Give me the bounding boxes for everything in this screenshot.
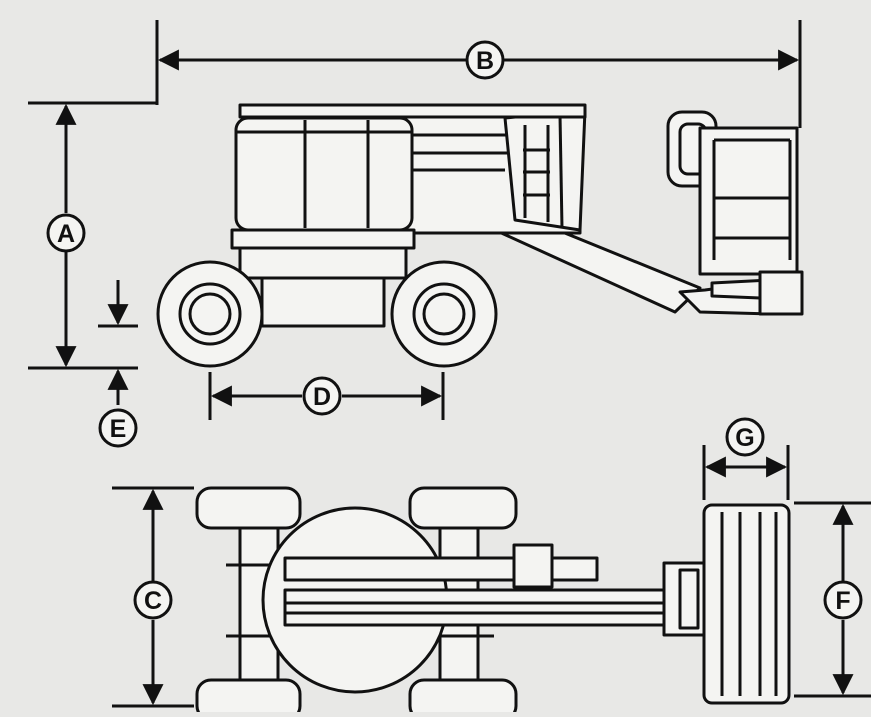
label-c-text: C	[144, 587, 162, 615]
label-c: C	[133, 580, 173, 620]
label-a: A	[46, 213, 86, 253]
top-view	[195, 486, 791, 717]
top-wheel-rear-right	[195, 678, 302, 717]
side-view	[156, 103, 804, 368]
label-b-text: B	[476, 47, 494, 75]
dimension-lines-top	[112, 445, 871, 708]
label-f-text: F	[835, 587, 850, 615]
label-d: D	[302, 376, 342, 416]
label-d-text: D	[313, 383, 331, 411]
platform-basket	[666, 110, 804, 316]
front-wheel	[390, 260, 498, 368]
label-e: E	[98, 408, 138, 448]
label-e-text: E	[110, 415, 127, 443]
boom-riser	[403, 108, 587, 235]
label-f: F	[823, 580, 863, 620]
top-wheel-rear-left	[195, 486, 302, 530]
top-platform	[702, 503, 791, 705]
label-g-text: G	[735, 424, 754, 452]
rear-wheel	[156, 260, 264, 368]
top-wheel-front-right	[408, 678, 518, 717]
label-a-text: A	[57, 220, 75, 248]
dimension-lines-side	[28, 20, 802, 420]
label-g: G	[725, 417, 765, 457]
top-wheel-front-left	[408, 486, 518, 530]
label-b: B	[465, 40, 505, 80]
